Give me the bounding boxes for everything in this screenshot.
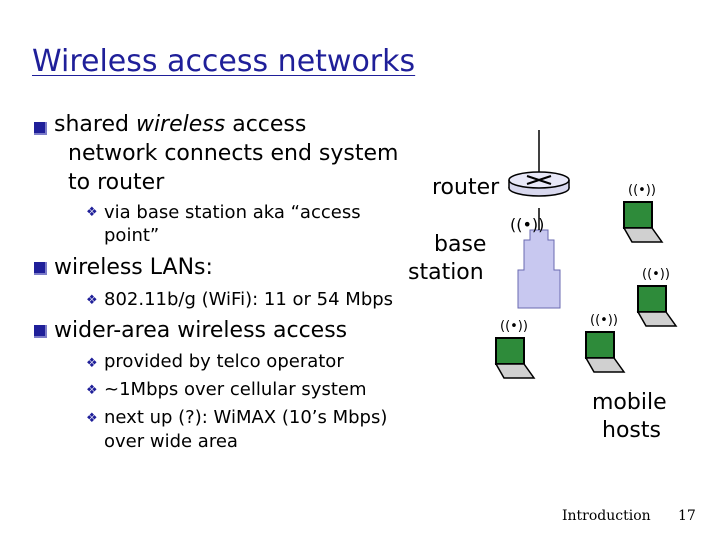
router-label: router bbox=[432, 175, 500, 200]
bullet-1-line-2: network connects end system bbox=[68, 141, 399, 166]
bullet-1-sub-1-line-2: point” bbox=[104, 225, 160, 246]
laptop-icon: ((•)) bbox=[494, 319, 536, 379]
base-station-label-2: station bbox=[408, 260, 484, 285]
bullet-3-sub-2: ~1Mbps over cellular system bbox=[104, 379, 367, 400]
base-station-label-1: base bbox=[434, 232, 487, 257]
bullet-2: wireless LANs: bbox=[54, 255, 213, 280]
laptop-icon: ((•)) bbox=[584, 313, 626, 373]
bullet-3-sub-1: provided by telco operator bbox=[104, 351, 344, 372]
bullet-3-sub-3-line-2: over wide area bbox=[104, 431, 238, 452]
svg-text:((•)): ((•)) bbox=[590, 313, 618, 328]
sub-bullet-icon: ❖ bbox=[86, 205, 98, 220]
svg-text:((•)): ((•)) bbox=[510, 215, 544, 234]
svg-text:((•)): ((•)) bbox=[642, 267, 670, 282]
footer-section: Introduction bbox=[562, 508, 651, 524]
laptop-icon: ((•)) bbox=[622, 183, 664, 243]
sub-bullet-icon: ❖ bbox=[86, 356, 98, 371]
sub-bullet-icon: ❖ bbox=[86, 411, 98, 426]
mobile-hosts-label-2: hosts bbox=[602, 418, 661, 443]
bullet-1-sub-1-line-1: via base station aka “access bbox=[104, 202, 361, 223]
bullet-square-icon bbox=[34, 325, 47, 338]
laptop-icon: ((•)) bbox=[636, 267, 678, 327]
sub-bullet-icon: ❖ bbox=[86, 383, 98, 398]
base-station-tower-icon: ((•)) bbox=[508, 130, 570, 309]
bullet-2-sub-1: 802.11b/g (WiFi): 11 or 54 Mbps bbox=[104, 289, 394, 310]
footer-page-number: 17 bbox=[678, 508, 696, 524]
slide-title: Wireless access networks bbox=[32, 44, 416, 79]
svg-text:((•)): ((•)) bbox=[628, 183, 656, 198]
bullet-square-icon bbox=[34, 122, 47, 135]
bullet-3: wider-area wireless access bbox=[54, 318, 348, 343]
sub-bullet-icon: ❖ bbox=[86, 293, 98, 308]
bullet-1-line-3: to router bbox=[68, 170, 165, 195]
svg-text:((•)): ((•)) bbox=[500, 319, 528, 334]
bullet-square-icon bbox=[34, 262, 47, 275]
bullet-1-italic: wireless bbox=[135, 112, 226, 137]
bullet-3-sub-3-line-1: next up (?): WiMAX (10’s Mbps) bbox=[104, 407, 388, 428]
bullet-1-line-1: shared wireless access bbox=[54, 112, 307, 137]
mobile-hosts-label-1: mobile bbox=[592, 390, 667, 415]
